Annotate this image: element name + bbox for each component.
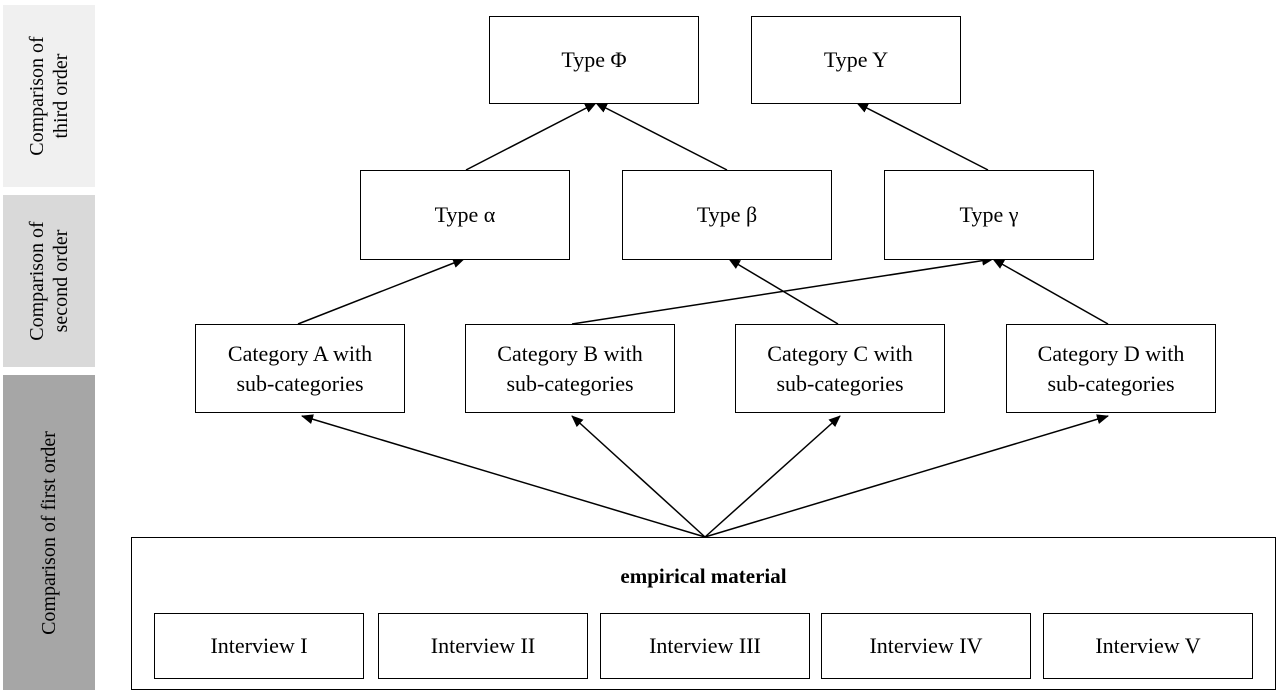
arrow-category-d-to-type-gamma [992, 258, 1109, 325]
empirical-material-title: empirical material [620, 564, 787, 588]
arrow-empirical-to-category-d [704, 414, 1109, 538]
category-c-box: Category C with sub-categories [735, 324, 945, 413]
interview-2-box: Interview II [378, 613, 588, 679]
interview-2-label: Interview II [430, 633, 536, 658]
type-gamma-label: Type γ [959, 202, 1019, 227]
arrow-type-alpha-to-type-phi [465, 102, 597, 171]
category-d-box: Category D with sub-categories [1006, 324, 1216, 413]
category-d-label: Category D with sub-categories [1037, 340, 1185, 396]
interview-3-label: Interview III [649, 633, 761, 658]
arrow-type-beta-to-type-phi [595, 102, 728, 171]
type-alpha-label: Type α [434, 202, 496, 227]
interview-4-box: Interview IV [821, 613, 1031, 679]
interview-5-label: Interview V [1095, 633, 1201, 658]
type-y-label: Type Y [823, 47, 889, 72]
band-second-order: Comparison of second order [3, 195, 95, 367]
arrow-category-c-to-type-beta [728, 258, 839, 325]
interview-1-box: Interview I [154, 613, 364, 679]
type-beta-box: Type β [622, 170, 832, 260]
interview-5-box: Interview V [1043, 613, 1253, 679]
category-a-label: Category A with sub-categories [227, 340, 373, 396]
type-phi-label: Type Φ [561, 47, 627, 72]
type-alpha-box: Type α [360, 170, 570, 260]
arrow-empirical-to-category-b [571, 415, 706, 538]
category-b-box: Category B with sub-categories [465, 324, 675, 413]
arrow-empirical-to-category-c [704, 415, 841, 538]
type-y-box: Type Y [751, 16, 961, 104]
category-c-label: Category C with sub-categories [767, 340, 913, 396]
type-gamma-box: Type γ [884, 170, 1094, 260]
interview-1-label: Interview I [210, 633, 308, 658]
arrow-category-a-to-type-alpha [297, 258, 465, 325]
interview-3-box: Interview III [600, 613, 810, 679]
type-beta-label: Type β [696, 202, 758, 227]
arrow-empirical-to-category-a [301, 414, 706, 538]
type-phi-box: Type Φ [489, 16, 699, 104]
band-first-order: Comparison of first order [3, 375, 95, 690]
category-a-box: Category A with sub-categories [195, 324, 405, 413]
arrow-type-gamma-to-type-y [856, 102, 989, 171]
band-third-order: Comparison of third order [3, 5, 95, 187]
interview-4-label: Interview IV [869, 633, 983, 658]
category-b-label: Category B with sub-categories [497, 340, 643, 396]
